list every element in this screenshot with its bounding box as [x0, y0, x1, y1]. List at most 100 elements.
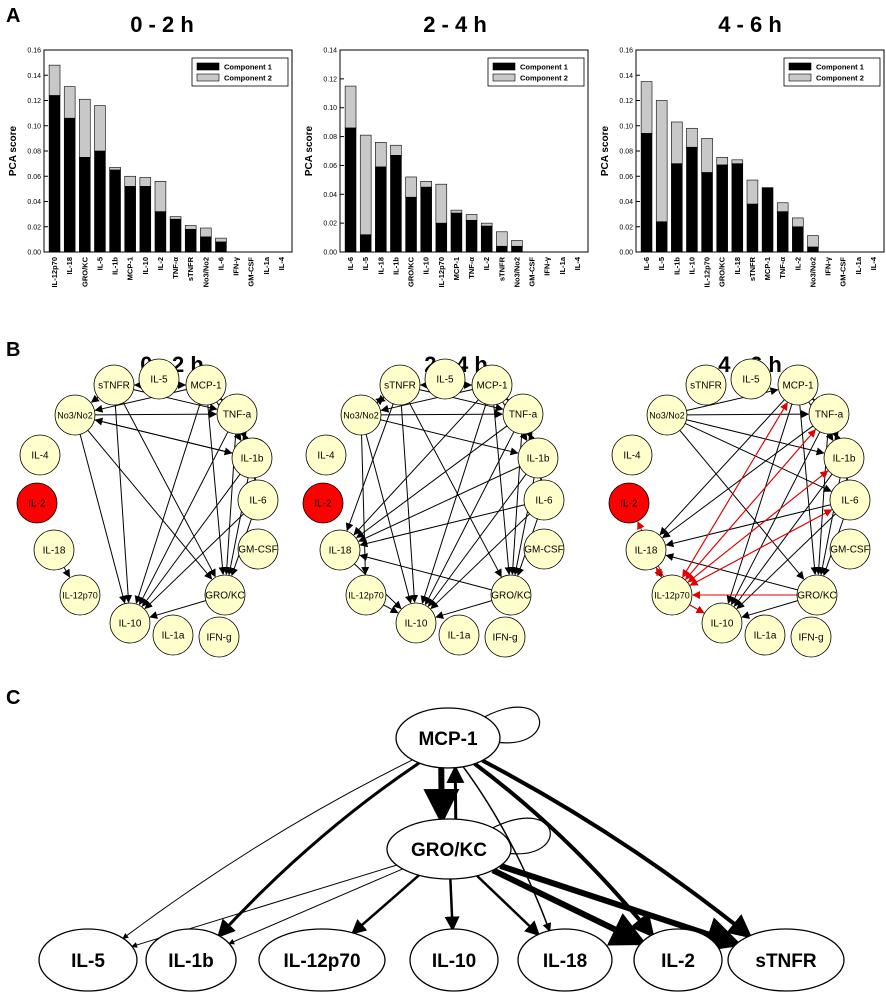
x-tick-label: IL-4: [869, 256, 878, 270]
x-tick-label: TNF-α: [171, 257, 180, 279]
bar-il-12p70-component-2: [435, 183, 448, 224]
bar-il-1b-component-2: [109, 167, 121, 171]
y-tick-label: 0.00: [323, 250, 337, 257]
edge-il-1b-to-tnf-a: [528, 432, 536, 442]
node-circle: [231, 437, 273, 479]
x-tick-label: IL-1b: [391, 257, 400, 275]
edge-no3-no2-to-tnf-a: [686, 410, 810, 419]
node-mcp-1: MCP-1: [777, 364, 819, 406]
bar-tnf-component-1: [776, 211, 789, 253]
bar-il-2-component-2: [792, 217, 804, 228]
node-label: TNF-a: [509, 410, 538, 421]
node-circle: [490, 574, 532, 616]
bar-gro-kc-component-1: [716, 164, 728, 253]
x-tick-label: MCP-1: [452, 257, 461, 280]
node-no3-no2: No3/No2: [54, 394, 96, 436]
node-circle: [744, 614, 786, 656]
node-label: IL-5: [742, 375, 760, 386]
edge-mcp-1-to-il-18: [659, 399, 785, 536]
node-label: IL-10: [119, 619, 142, 630]
node-circle: [216, 393, 258, 435]
node-il-1b: IL-1b: [231, 437, 273, 479]
y-tick-label: 0.02: [323, 221, 337, 228]
bar-il-5-component-1: [94, 150, 106, 253]
node-label: sTNFR: [384, 381, 416, 392]
x-tick-label: IL-12p70: [437, 257, 446, 287]
diagram-node-label: IL-10: [432, 951, 476, 972]
bar-gro-kc-component-2: [79, 98, 91, 158]
node-circle: [523, 528, 565, 570]
diagram-node-ellipse: [395, 707, 501, 769]
node-gro-kc: GRO/KC: [490, 574, 532, 616]
bar-il-10-component-2: [420, 181, 432, 188]
y-tick-label: 0.02: [619, 224, 633, 231]
y-tick-label: 0.06: [323, 163, 337, 170]
node-tnf-a: TNF-a: [216, 393, 258, 435]
node-label: GRO/KC: [205, 591, 244, 602]
edge-il-12p70-to-il-1b: [687, 470, 829, 583]
bar-il-12p70-component-1: [435, 222, 448, 253]
bar-il-5-component-2: [655, 100, 668, 222]
diagram-node-ellipse: [517, 928, 613, 992]
node-circle: [646, 394, 688, 436]
bar-stnfr-component-1: [184, 228, 197, 253]
node-circle: [237, 479, 279, 521]
node-circle: [237, 528, 279, 570]
node-il-12p70: IL-12p70: [345, 574, 387, 616]
node-circle: [93, 364, 135, 406]
bar-il-18-component-2: [375, 142, 387, 168]
edge-il-12p70-to-il-10: [689, 604, 705, 614]
bar-gro-kc-component-2: [405, 176, 417, 198]
bar-il-1b-component-1: [671, 163, 683, 253]
diagram-node-ellipse: [409, 928, 499, 992]
node-circle: [523, 479, 565, 521]
node-circle: [484, 616, 526, 658]
node-il-12p70: IL-12p70: [59, 574, 101, 616]
node-il-1b: IL-1b: [823, 437, 865, 479]
x-tick-label: IL-2: [156, 257, 165, 270]
edge-il-1b-to-il-10: [733, 473, 833, 607]
x-tick-label: IL-2: [793, 257, 802, 270]
node-mcp-1: MCP-1: [185, 364, 227, 406]
node-mcp-1: MCP-1: [471, 364, 513, 406]
node-circle: [829, 479, 871, 521]
bar-no3-no2-component-1: [511, 245, 523, 253]
node-il-1b: IL-1b: [517, 437, 559, 479]
node-stnfr: sTNFR: [93, 364, 135, 406]
pca-chart-2-4h: 2 - 4 h0.000.020.040.060.080.100.120.14P…: [304, 12, 589, 287]
panel-label-c: C: [6, 687, 20, 709]
bar-il-12p70-component-1: [701, 172, 713, 253]
bar-stnfr-component-2: [746, 179, 759, 205]
node-label: GRO/KC: [491, 591, 530, 602]
node-circle: [302, 482, 344, 524]
legend-box: [487, 57, 585, 87]
node-label: IL-1b: [833, 454, 856, 465]
bar-stnfr-component-2: [496, 231, 508, 247]
edge-il-6-to-il-18: [665, 504, 831, 548]
node-il-12p70: IL-12p70: [651, 574, 693, 616]
node-ifn-g: IFN-g: [790, 616, 832, 658]
node-circle: [19, 434, 61, 476]
x-tick-label: IL-1b: [672, 257, 681, 275]
diagram-node-ellipse: [38, 928, 138, 992]
node-circle: [608, 482, 650, 524]
edge-gro-kc-to-il-10: [444, 878, 460, 932]
bar-stnfr-component-2: [184, 225, 197, 230]
chart-title: 0 - 2 h: [130, 12, 194, 37]
edge-mcp-1-to-il-5: [122, 759, 413, 939]
legend-label: Component 2: [816, 74, 864, 83]
edge-mcp-1-to-il-1b: [217, 761, 420, 938]
node-label: IFN-g: [799, 633, 824, 644]
node-circle: [54, 394, 96, 436]
node-circle: [395, 602, 437, 644]
node-label: IL-1b: [527, 454, 550, 465]
node-label: IL-18: [329, 546, 352, 557]
node-label: MCP-1: [190, 381, 222, 392]
node-il-6: IL-6: [523, 479, 565, 521]
node-tnf-a: TNF-a: [502, 393, 544, 435]
node-gm-csf: GM-CSF: [523, 528, 565, 570]
diagram-node-il-18: IL-18: [517, 928, 613, 992]
node-circle: [808, 393, 850, 435]
bar-il-18-component-2: [63, 86, 76, 119]
x-tick-label: GM-CSF: [839, 257, 848, 287]
